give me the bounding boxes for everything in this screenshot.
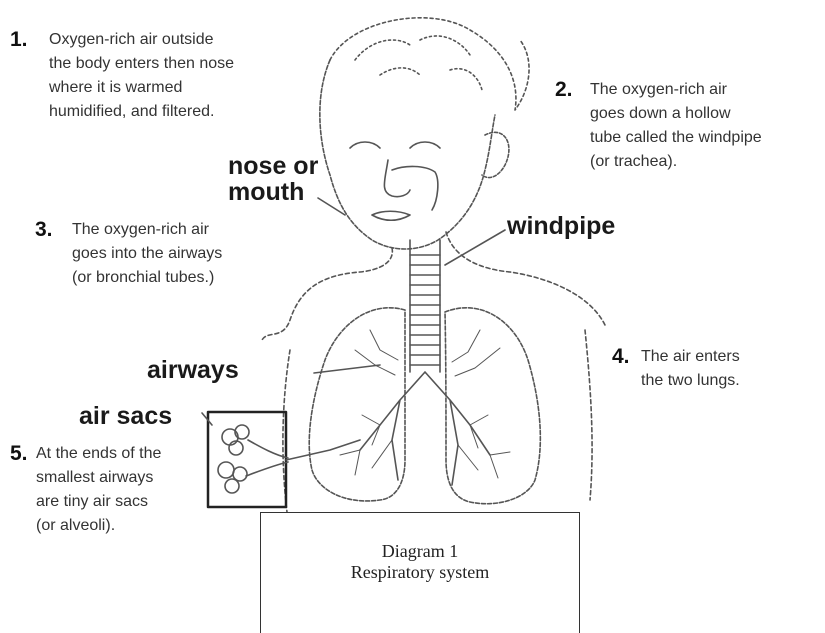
airways-label: airways bbox=[147, 357, 239, 383]
step-5-line: (or alveoli). bbox=[36, 514, 161, 538]
step-1-line: where it is warmed bbox=[49, 76, 234, 100]
step-5: 5. At the ends of the smallest airways a… bbox=[10, 442, 135, 538]
ear-outline bbox=[482, 132, 509, 177]
step-4-line: The air enters bbox=[641, 345, 740, 369]
step-4-line: the two lungs. bbox=[641, 369, 740, 393]
caption-subtitle: Respiratory system bbox=[261, 562, 579, 583]
step-3-number: 3. bbox=[35, 218, 53, 242]
step-2-line: goes down a hollow bbox=[590, 102, 762, 126]
bronchial-tree bbox=[340, 330, 510, 478]
step-2-line: The oxygen-rich air bbox=[590, 78, 762, 102]
step-3-line: goes into the airways bbox=[72, 242, 222, 266]
step-5-number: 5. bbox=[10, 442, 28, 466]
step-2: 2. The oxygen-rich air goes down a hollo… bbox=[555, 78, 727, 174]
bronchi bbox=[360, 372, 490, 485]
right-eye bbox=[410, 142, 440, 148]
windpipe-shape bbox=[410, 240, 440, 372]
airways-pointer bbox=[314, 365, 380, 373]
windpipe-rings bbox=[410, 255, 440, 365]
step-1: 1. Oxygen-rich air outside the body ente… bbox=[10, 28, 195, 124]
step-3-line: (or bronchial tubes.) bbox=[72, 266, 222, 290]
nose-pointer bbox=[318, 198, 345, 215]
nose-or-mouth-line: nose or bbox=[228, 153, 318, 179]
step-1-number: 1. bbox=[10, 28, 28, 52]
right-lung bbox=[445, 308, 540, 504]
left-eye bbox=[350, 142, 380, 148]
step-5-line: smallest airways bbox=[36, 466, 161, 490]
step-1-line: Oxygen-rich air outside bbox=[49, 28, 234, 52]
step-2-number: 2. bbox=[555, 78, 573, 102]
nose-or-mouth-line: mouth bbox=[228, 179, 318, 205]
caption-box: Diagram 1 Respiratory system bbox=[260, 512, 580, 633]
head-outline bbox=[320, 60, 495, 249]
step-5-line: At the ends of the bbox=[36, 442, 161, 466]
step-5-line: are tiny air sacs bbox=[36, 490, 161, 514]
step-2-line: tube called the windpipe bbox=[590, 126, 762, 150]
left-lung bbox=[309, 308, 405, 501]
alveoli-connector bbox=[286, 440, 360, 460]
step-3-line: The oxygen-rich air bbox=[72, 218, 222, 242]
neck-left bbox=[262, 248, 392, 340]
hair-outline bbox=[330, 18, 529, 110]
caption-title: Diagram 1 bbox=[261, 541, 579, 562]
step-3: 3. The oxygen-rich air goes into the air… bbox=[35, 218, 185, 290]
air-sacs-label: air sacs bbox=[79, 403, 172, 429]
step-1-line: the body enters then nose bbox=[49, 52, 234, 76]
step-4-number: 4. bbox=[612, 345, 630, 369]
step-1-line: humidified, and filtered. bbox=[49, 100, 234, 124]
step-4: 4. The air enters the two lungs. bbox=[612, 345, 711, 393]
nose-shape bbox=[384, 160, 410, 197]
step-2-line: (or trachea). bbox=[590, 150, 762, 174]
nose-or-mouth-label: nose or mouth bbox=[228, 153, 318, 205]
mouth-shape bbox=[372, 211, 410, 220]
alveoli-cluster bbox=[218, 425, 288, 493]
nasal-passage bbox=[392, 166, 438, 210]
neck-right bbox=[446, 232, 605, 325]
windpipe-label: windpipe bbox=[507, 213, 615, 239]
